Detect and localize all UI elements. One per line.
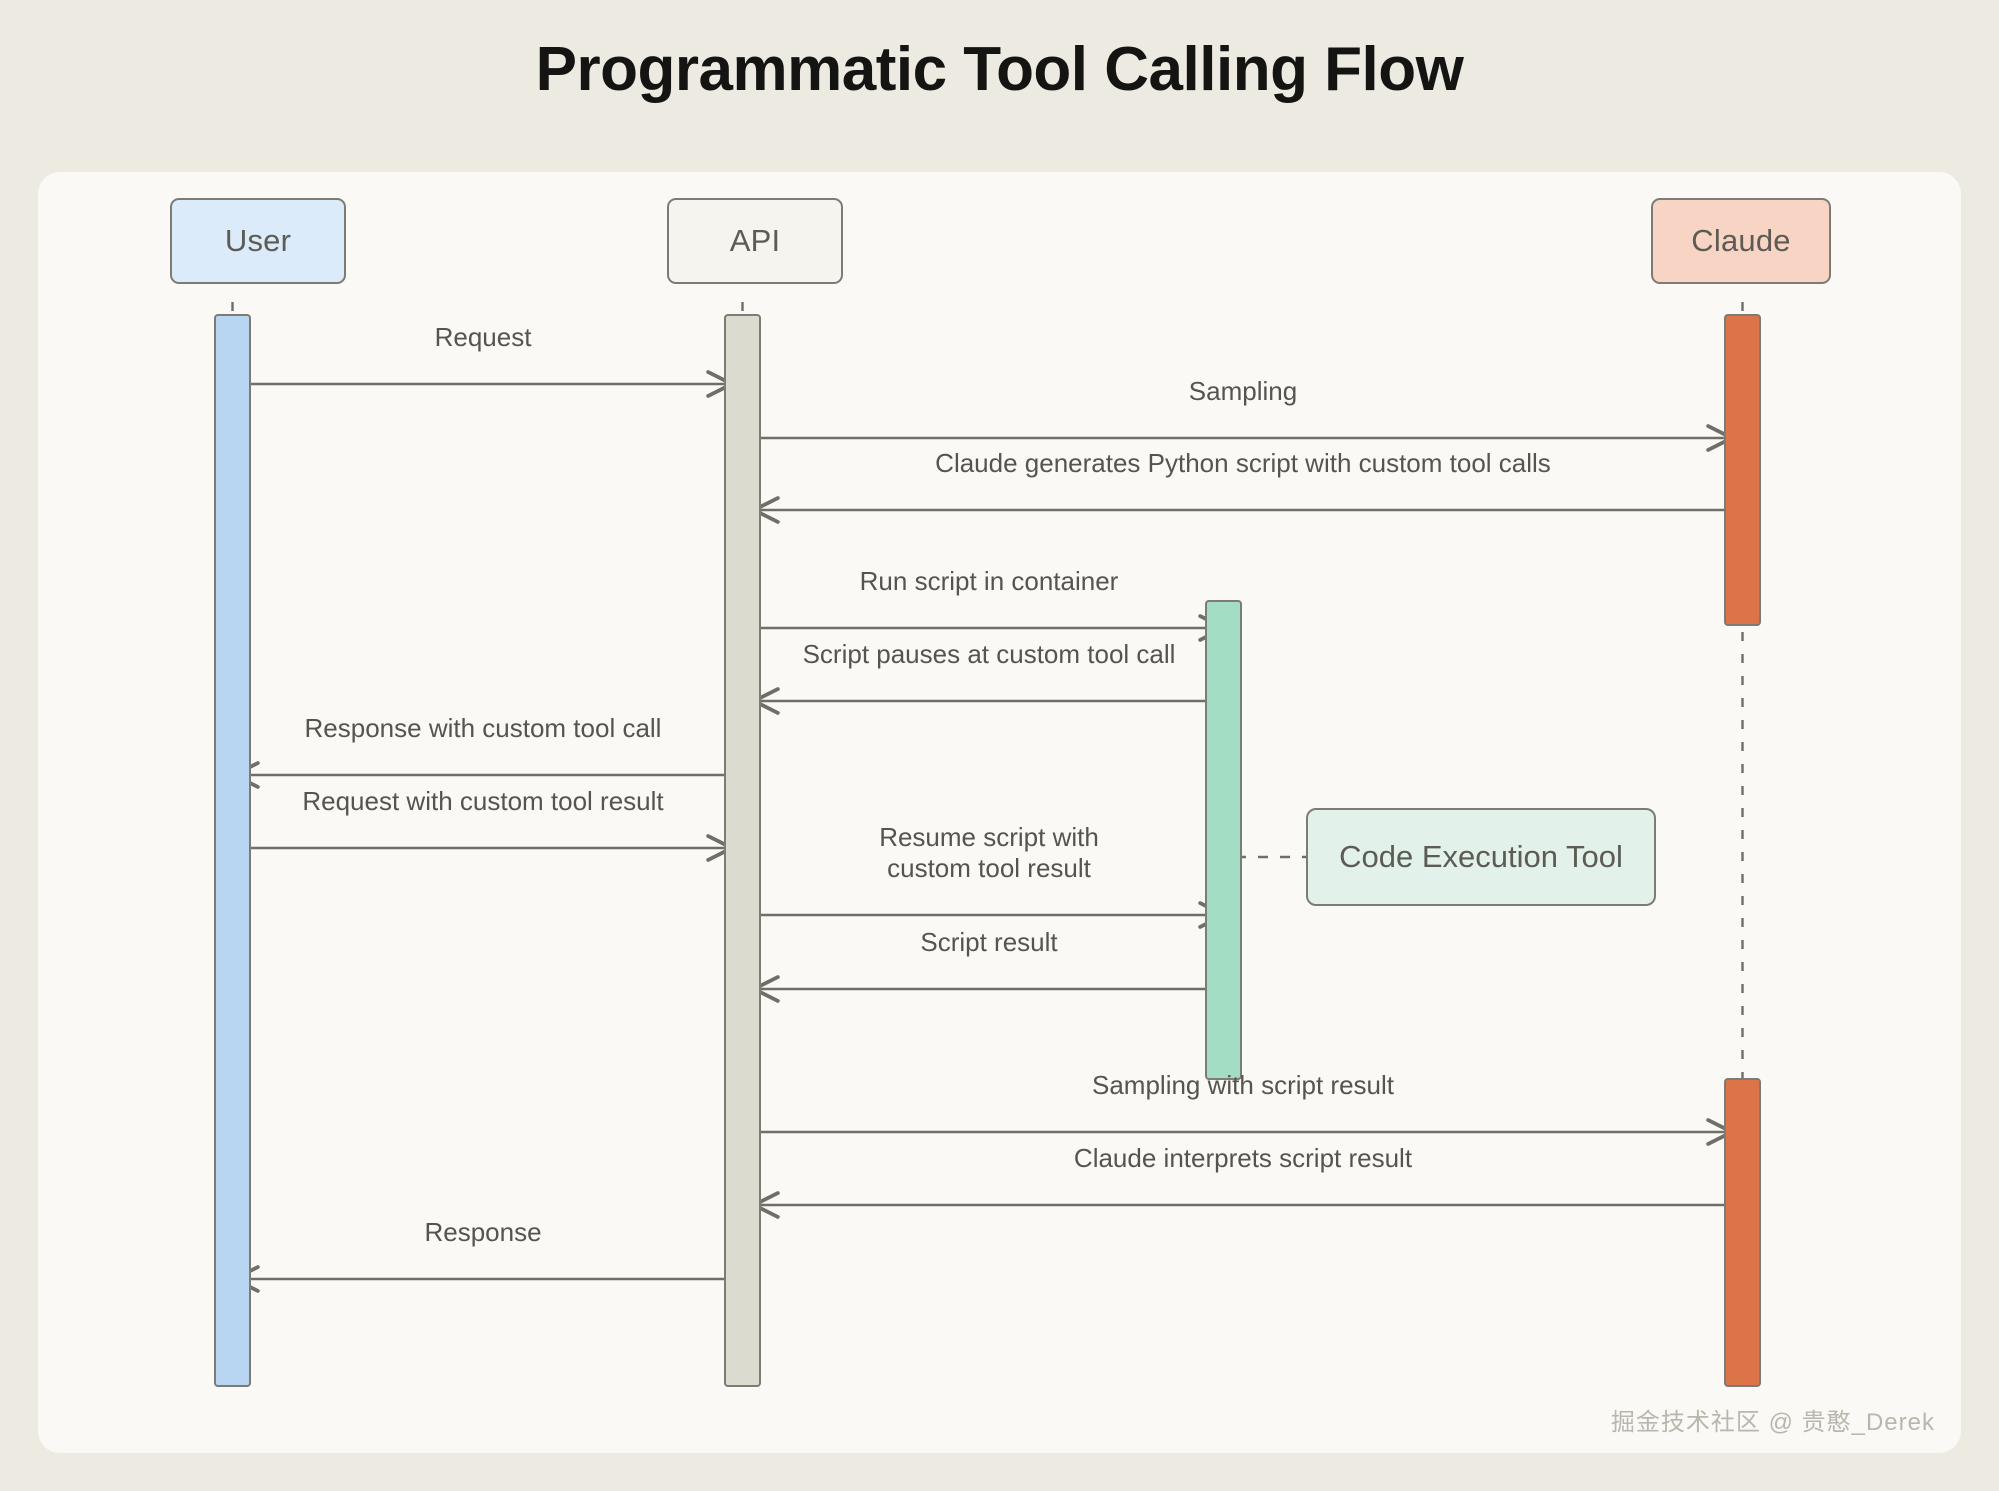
activation-user[interactable] bbox=[214, 314, 251, 1387]
sequence-diagram-card: User API Claude Code Execution Tool Requ… bbox=[38, 172, 1961, 1453]
participant-claude[interactable]: Claude bbox=[1651, 198, 1831, 284]
activation-api[interactable] bbox=[724, 314, 761, 1387]
participant-api[interactable]: API bbox=[667, 198, 843, 284]
page-title: Programmatic Tool Calling Flow bbox=[535, 35, 1464, 104]
message-arrows bbox=[232, 370, 1734, 1293]
activation-code-execution-tool[interactable] bbox=[1205, 600, 1242, 1080]
watermark: 掘金技术社区 @ 贵憨_Derek bbox=[1610, 1409, 1935, 1436]
activation-claude-upper[interactable] bbox=[1724, 314, 1761, 626]
activation-claude-lower[interactable] bbox=[1724, 1078, 1761, 1387]
participant-user[interactable]: User bbox=[170, 198, 346, 284]
note-code-execution-tool[interactable]: Code Execution Tool bbox=[1306, 808, 1656, 906]
diagram-canvas bbox=[231, 302, 1744, 1387]
